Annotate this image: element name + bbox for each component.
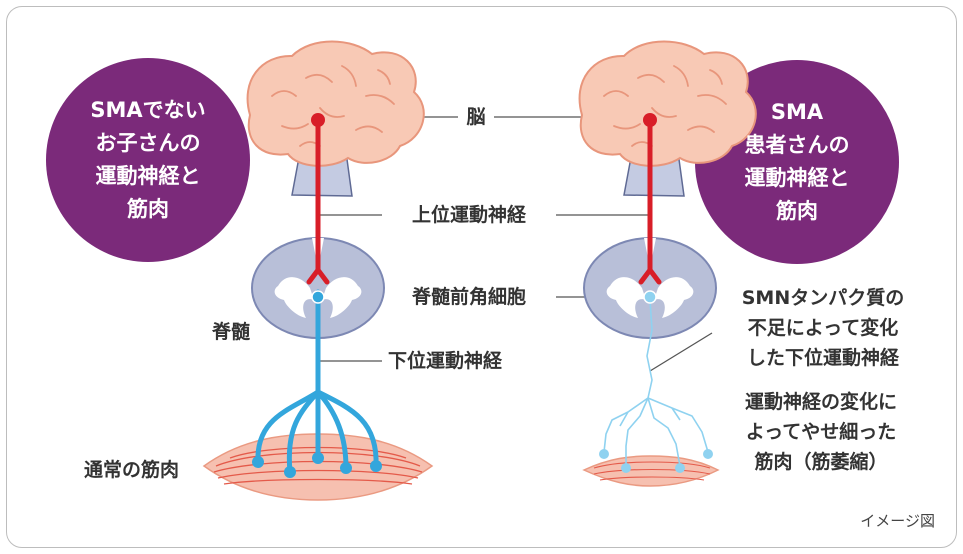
left-spinal-cord	[251, 237, 385, 339]
right-anterior-horn-cell	[643, 290, 657, 304]
right-brain	[578, 40, 757, 197]
left-circle-title: SMAでない お子さんの 運動神経と 筋肉	[53, 94, 243, 226]
smn-description: SMNタンパク質の 不足によって変化 した下位運動神経	[708, 283, 938, 373]
atrophy-line-3: 筋肉（筋萎縮）	[754, 451, 888, 473]
left-anterior-horn-cell	[311, 290, 325, 304]
right-lower-motor-neuron	[599, 290, 713, 473]
left-upper-neuron-cell	[311, 113, 325, 127]
label-spinal-cord: 脊髄	[208, 318, 255, 346]
left-upper-motor-neuron	[306, 113, 330, 285]
label-brain: 脳	[462, 103, 490, 131]
left-circle-line-3: 運動神経と	[95, 164, 201, 188]
image-caption: イメージ図	[860, 512, 935, 530]
atrophy-description: 運動神経の変化に よってやせ細った 筋肉（筋萎縮）	[706, 387, 936, 477]
label-anterior-horn-cell: 脊髄前角細胞	[407, 283, 531, 311]
left-lower-motor-neuron	[252, 289, 382, 478]
label-upper-motor-neuron: 上位運動神経	[407, 201, 531, 229]
left-brain	[246, 40, 425, 197]
right-muscle-fibers	[593, 461, 711, 481]
smn-line-2: 不足によって変化	[747, 317, 899, 339]
left-circle-line-1: SMAでない	[90, 98, 206, 122]
right-circle-line-2: 患者さんの	[744, 133, 850, 157]
right-spinal-cord	[583, 237, 717, 339]
left-circle-line-4: 筋肉	[127, 197, 169, 221]
atrophy-line-1: 運動神経の変化に	[744, 391, 897, 413]
right-upper-neuron-cell	[643, 113, 657, 127]
label-normal-muscle: 通常の筋肉	[80, 456, 184, 484]
left-circle-line-2: お子さんの	[95, 131, 201, 155]
smn-line-1: SMNタンパク質の	[741, 287, 905, 309]
diagram-frame	[6, 6, 957, 548]
right-circle-title: SMA 患者さんの 運動神経と 筋肉	[702, 96, 892, 228]
right-muscle	[582, 455, 720, 487]
right-circle-line-4: 筋肉	[776, 199, 818, 223]
label-lower-motor-neuron: 下位運動神経	[384, 347, 507, 375]
right-circle-line-3: 運動神経と	[744, 166, 850, 190]
atrophy-line-2: よってやせ細った	[745, 421, 897, 443]
right-circle-line-1: SMA	[770, 100, 824, 124]
right-upper-motor-neuron	[638, 113, 662, 285]
connector-smn	[649, 332, 713, 372]
smn-line-3: した下位運動神経	[746, 347, 899, 369]
left-title-circle	[46, 58, 250, 262]
